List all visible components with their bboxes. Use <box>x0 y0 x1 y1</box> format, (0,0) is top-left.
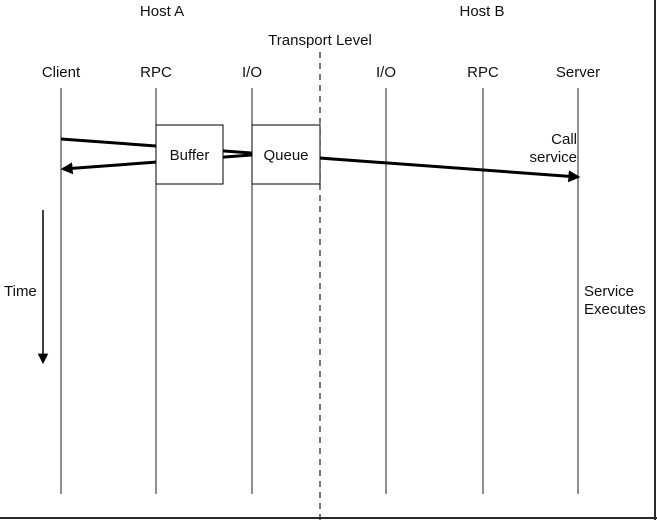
lifeline-label-client: Client <box>42 64 81 81</box>
buffer-label: Buffer <box>170 147 210 164</box>
service-executes-line1: Service <box>584 283 634 300</box>
host-b-label: Host B <box>459 3 504 20</box>
lifeline-label-rpc-a: RPC <box>140 64 172 81</box>
service-label: service <box>529 149 577 166</box>
service-executes-line2: Executes <box>584 301 646 318</box>
lifeline-label-server: Server <box>556 64 600 81</box>
call-label: Call <box>551 131 577 148</box>
lifeline-label-io-b: I/O <box>376 64 396 81</box>
queue-box <box>251 124 321 185</box>
lifeline-label-io-a: I/O <box>242 64 262 81</box>
host-a-label: Host A <box>140 3 184 20</box>
queue-label: Queue <box>263 147 308 164</box>
transport-level-label: Transport Level <box>268 32 372 49</box>
time-label: Time <box>4 283 37 300</box>
lifeline-label-rpc-b: RPC <box>467 64 499 81</box>
buffer-box <box>155 124 224 185</box>
